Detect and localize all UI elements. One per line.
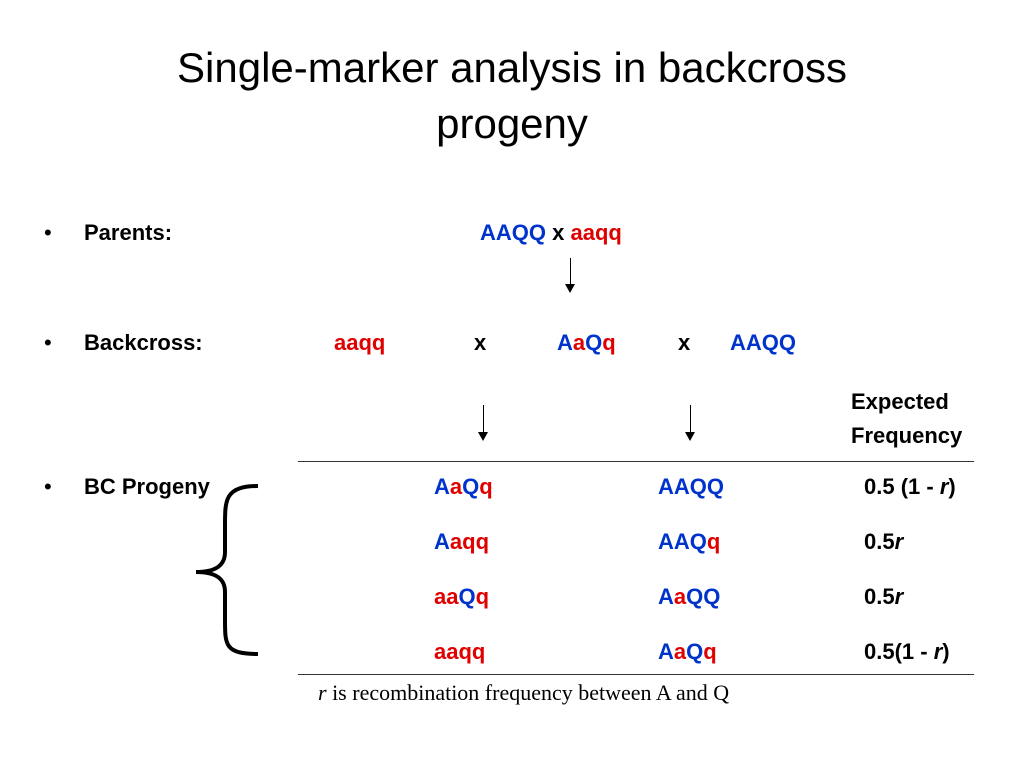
freq-pre: 0.5 (1 - [864,474,940,499]
freq-pre: 0.5 [864,584,895,609]
parents-label: Parents: [84,220,173,245]
bc-progeny-label: BC Progeny [84,474,210,499]
allele-segment: A [434,529,450,554]
allele-segment: QQ [686,584,721,609]
allele: Q [585,330,603,355]
backcross-right: AAQQ [730,330,796,355]
progeny-right-1: AAQq [658,529,720,555]
allele-segment: A [658,584,674,609]
allele: A [557,330,573,355]
allele-segment: q [706,529,721,554]
table-top-rule [298,461,974,462]
expected-frequency-header: Expected Frequency [851,385,962,453]
allele: q [602,330,616,355]
bullet-icon: • [44,330,52,355]
cross-x: x [552,220,565,245]
backcross-x2: x [678,330,691,355]
progeny-right-3: AaQq [658,639,717,665]
down-arrow-icon [685,432,695,441]
allele-segment: a [673,639,687,664]
curly-brace-icon [195,484,259,656]
header-line-2: Frequency [851,423,963,448]
backcross-label: Backcross: [84,330,203,355]
progeny-freq-1: 0.5r [864,529,903,555]
freq-pre: 0.5 [864,529,895,554]
progeny-right-0: AAQQ [658,474,724,500]
allele-segment: q [703,639,717,664]
freq-pre: 0.5(1 - [864,639,934,664]
allele-segment: AAQ [658,529,707,554]
bullet-icon: • [44,474,52,499]
allele-segment: aqq [449,529,490,554]
freq-r: r [894,529,904,554]
allele-segment: AAQQ [658,474,724,499]
progeny-left-0: AaQq [434,474,493,500]
progeny-left-3: aaqq [434,639,485,665]
parent-right: aaqq [570,220,622,245]
freq-post: ) [948,474,956,499]
freq-r: r [933,639,943,664]
progeny-freq-3: 0.5(1 - r) [864,639,950,665]
allele-segment: Q [462,474,480,499]
bullet-icon: • [44,220,52,245]
down-arrow-shaft [570,258,571,284]
footnote: r is recombination frequency between A a… [318,680,729,706]
allele-segment: q [475,584,490,609]
freq-post: ) [942,639,950,664]
footnote-r: r [318,680,327,705]
allele-segment: a [673,584,687,609]
allele-segment: A [434,474,450,499]
down-arrow-icon [478,432,488,441]
header-line-1: Expected [851,389,949,414]
progeny-freq-0: 0.5 (1 - r) [864,474,956,500]
parents-cross: AAQQ x aaqq [480,220,622,246]
progeny-right-2: AaQQ [658,584,720,610]
freq-r: r [894,584,904,609]
down-arrow-icon [565,284,575,293]
progeny-freq-2: 0.5r [864,584,903,610]
allele-segment: aa [434,584,459,609]
progeny-left-2: aaQq [434,584,489,610]
down-arrow-shaft [483,405,484,433]
title-line-2: progeny [436,100,588,147]
table-bottom-rule [298,674,974,675]
allele-segment: Q [458,584,476,609]
allele-segment: A [658,639,674,664]
title-line-1: Single-marker analysis in backcross [177,44,847,91]
backcross-middle: AaQq [557,330,616,356]
footnote-text: is recombination frequency between A and… [326,680,730,705]
down-arrow-shaft [690,405,691,433]
progeny-left-1: Aaqq [434,529,489,555]
allele-segment: Q [686,639,704,664]
backcross-left: aaqq [334,330,386,355]
allele-segment: q [479,474,493,499]
allele-segment: aaqq [434,639,486,664]
allele: a [572,330,586,355]
slide-title: Single-marker analysis in backcross prog… [0,40,1024,152]
parent-left: AAQQ [480,220,546,245]
backcross-x1: x [474,330,487,355]
freq-r: r [939,474,949,499]
allele-segment: a [449,474,463,499]
